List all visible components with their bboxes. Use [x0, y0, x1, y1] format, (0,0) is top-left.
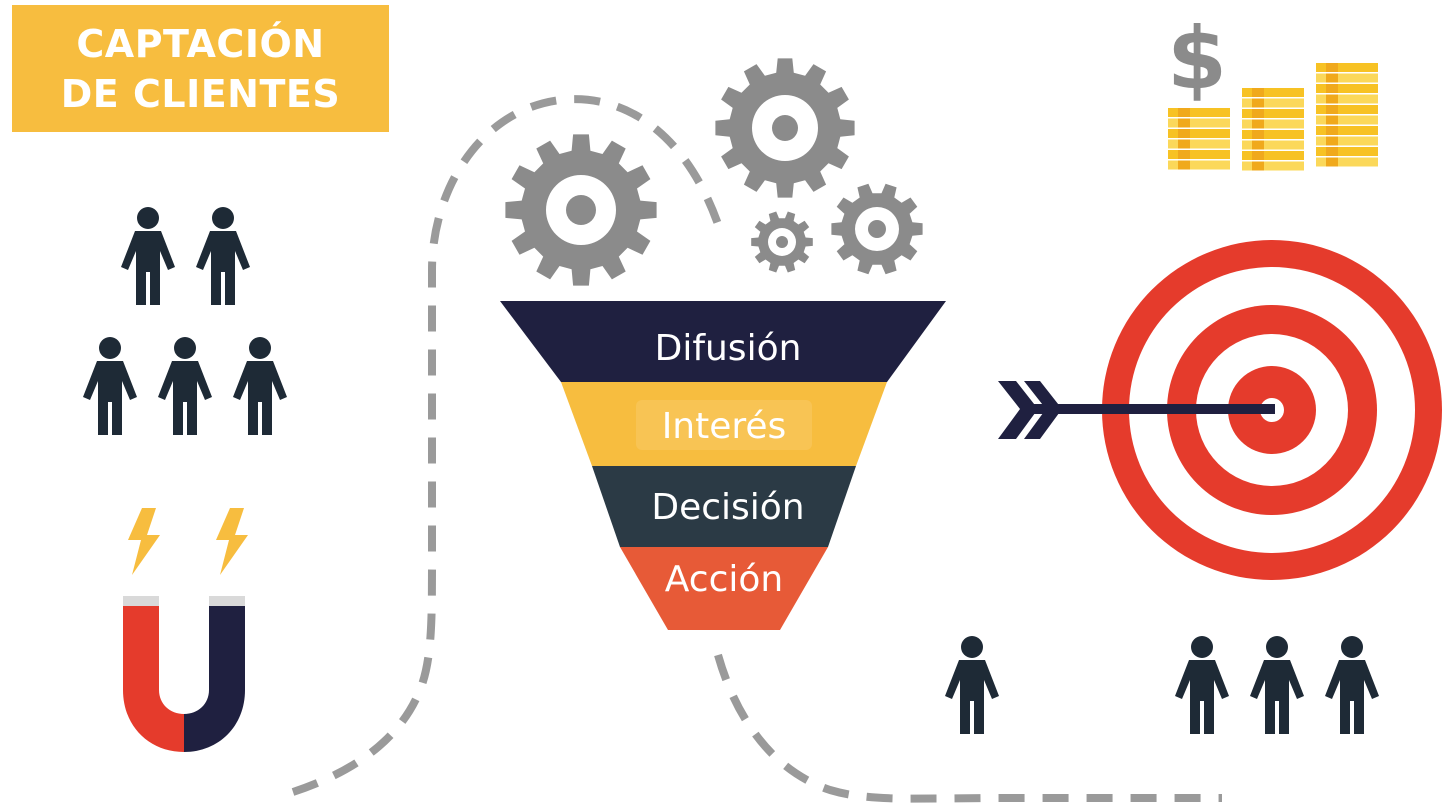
funnel-label-difusion: Difusión	[655, 328, 802, 369]
coin	[1316, 126, 1378, 135]
title-line-1: CAPTACIÓN	[76, 21, 325, 66]
coin-shade	[1326, 73, 1338, 83]
funnel: Difusión Interés Decisión Acción	[500, 301, 946, 630]
coin	[1168, 129, 1230, 138]
coin-shade	[1178, 108, 1190, 117]
coin	[1242, 151, 1304, 160]
gear-icon	[831, 183, 923, 275]
coin	[1316, 147, 1378, 156]
arrow-icon	[998, 381, 1275, 439]
title-banner: CAPTACIÓN DE CLIENTES	[12, 5, 389, 132]
person-icon	[945, 636, 999, 734]
dollar-sign-icon: $	[1167, 9, 1227, 109]
coin	[1316, 157, 1378, 167]
coin-shade	[1326, 105, 1338, 114]
coin-stack-icon	[1168, 63, 1378, 171]
coin-shade	[1252, 119, 1264, 129]
coin	[1242, 88, 1304, 97]
coin-shade	[1326, 147, 1338, 156]
coin-shade	[1178, 129, 1190, 138]
coin-shade	[1326, 157, 1338, 167]
funnel-stage-3	[592, 466, 856, 547]
funnel-label-accion: Acción	[665, 559, 783, 600]
gear-hub	[868, 220, 886, 238]
gear-icon	[505, 134, 657, 286]
coin	[1168, 108, 1230, 117]
coin-shade	[1178, 160, 1190, 170]
gear-icon	[751, 211, 813, 273]
coin-shade	[1178, 150, 1190, 159]
gear-body	[715, 58, 855, 198]
coin-shade	[1326, 63, 1338, 72]
coin	[1168, 150, 1230, 159]
coin	[1316, 136, 1378, 146]
funnel-label-decision: Decisión	[651, 487, 804, 528]
gear-hub	[772, 115, 798, 141]
coin-shade	[1178, 118, 1190, 128]
coin	[1316, 73, 1378, 83]
coin	[1242, 98, 1304, 108]
coin	[1316, 115, 1378, 125]
gear-body	[831, 183, 923, 275]
coin	[1242, 140, 1304, 150]
coin	[1316, 105, 1378, 114]
coin	[1316, 84, 1378, 93]
coin	[1242, 119, 1304, 129]
magnet-icon	[123, 596, 245, 752]
coin-shade	[1326, 136, 1338, 146]
coin-shade	[1326, 94, 1338, 104]
gear-hub	[566, 195, 596, 225]
gear-icon	[715, 58, 855, 198]
coin-shade	[1252, 88, 1264, 97]
coin-shade	[1252, 140, 1264, 150]
funnel-label-interes: Interés	[662, 406, 787, 447]
coin	[1168, 118, 1230, 128]
coin-shade	[1326, 84, 1338, 93]
gear-hub	[776, 236, 788, 248]
coin-shade	[1252, 130, 1264, 139]
gear-body	[751, 211, 813, 273]
coin-shade	[1252, 109, 1264, 118]
coin-shade	[1178, 139, 1190, 149]
coin	[1168, 139, 1230, 149]
coin-shade	[1252, 151, 1264, 160]
lightning-icon	[128, 508, 160, 575]
interest-highlight	[636, 400, 812, 450]
funnel-stage-4	[620, 547, 828, 630]
coin	[1168, 160, 1230, 170]
coin-shade	[1252, 161, 1264, 171]
dashed-path	[291, 95, 724, 796]
lightning-icon	[216, 508, 248, 575]
dashed-path-lower	[714, 653, 1222, 803]
people-group-icon	[83, 207, 287, 435]
gear-body	[505, 134, 657, 286]
coin	[1242, 130, 1304, 139]
funnel-stage-1	[500, 301, 946, 382]
coin-shade	[1326, 126, 1338, 135]
coin-shade	[1252, 98, 1264, 108]
title-line-2: DE CLIENTES	[60, 71, 341, 116]
coin	[1242, 109, 1304, 118]
coin	[1316, 94, 1378, 104]
people-group-icon	[1175, 636, 1379, 734]
coin	[1316, 63, 1378, 72]
coin-shade	[1326, 115, 1338, 125]
coin	[1242, 161, 1304, 171]
